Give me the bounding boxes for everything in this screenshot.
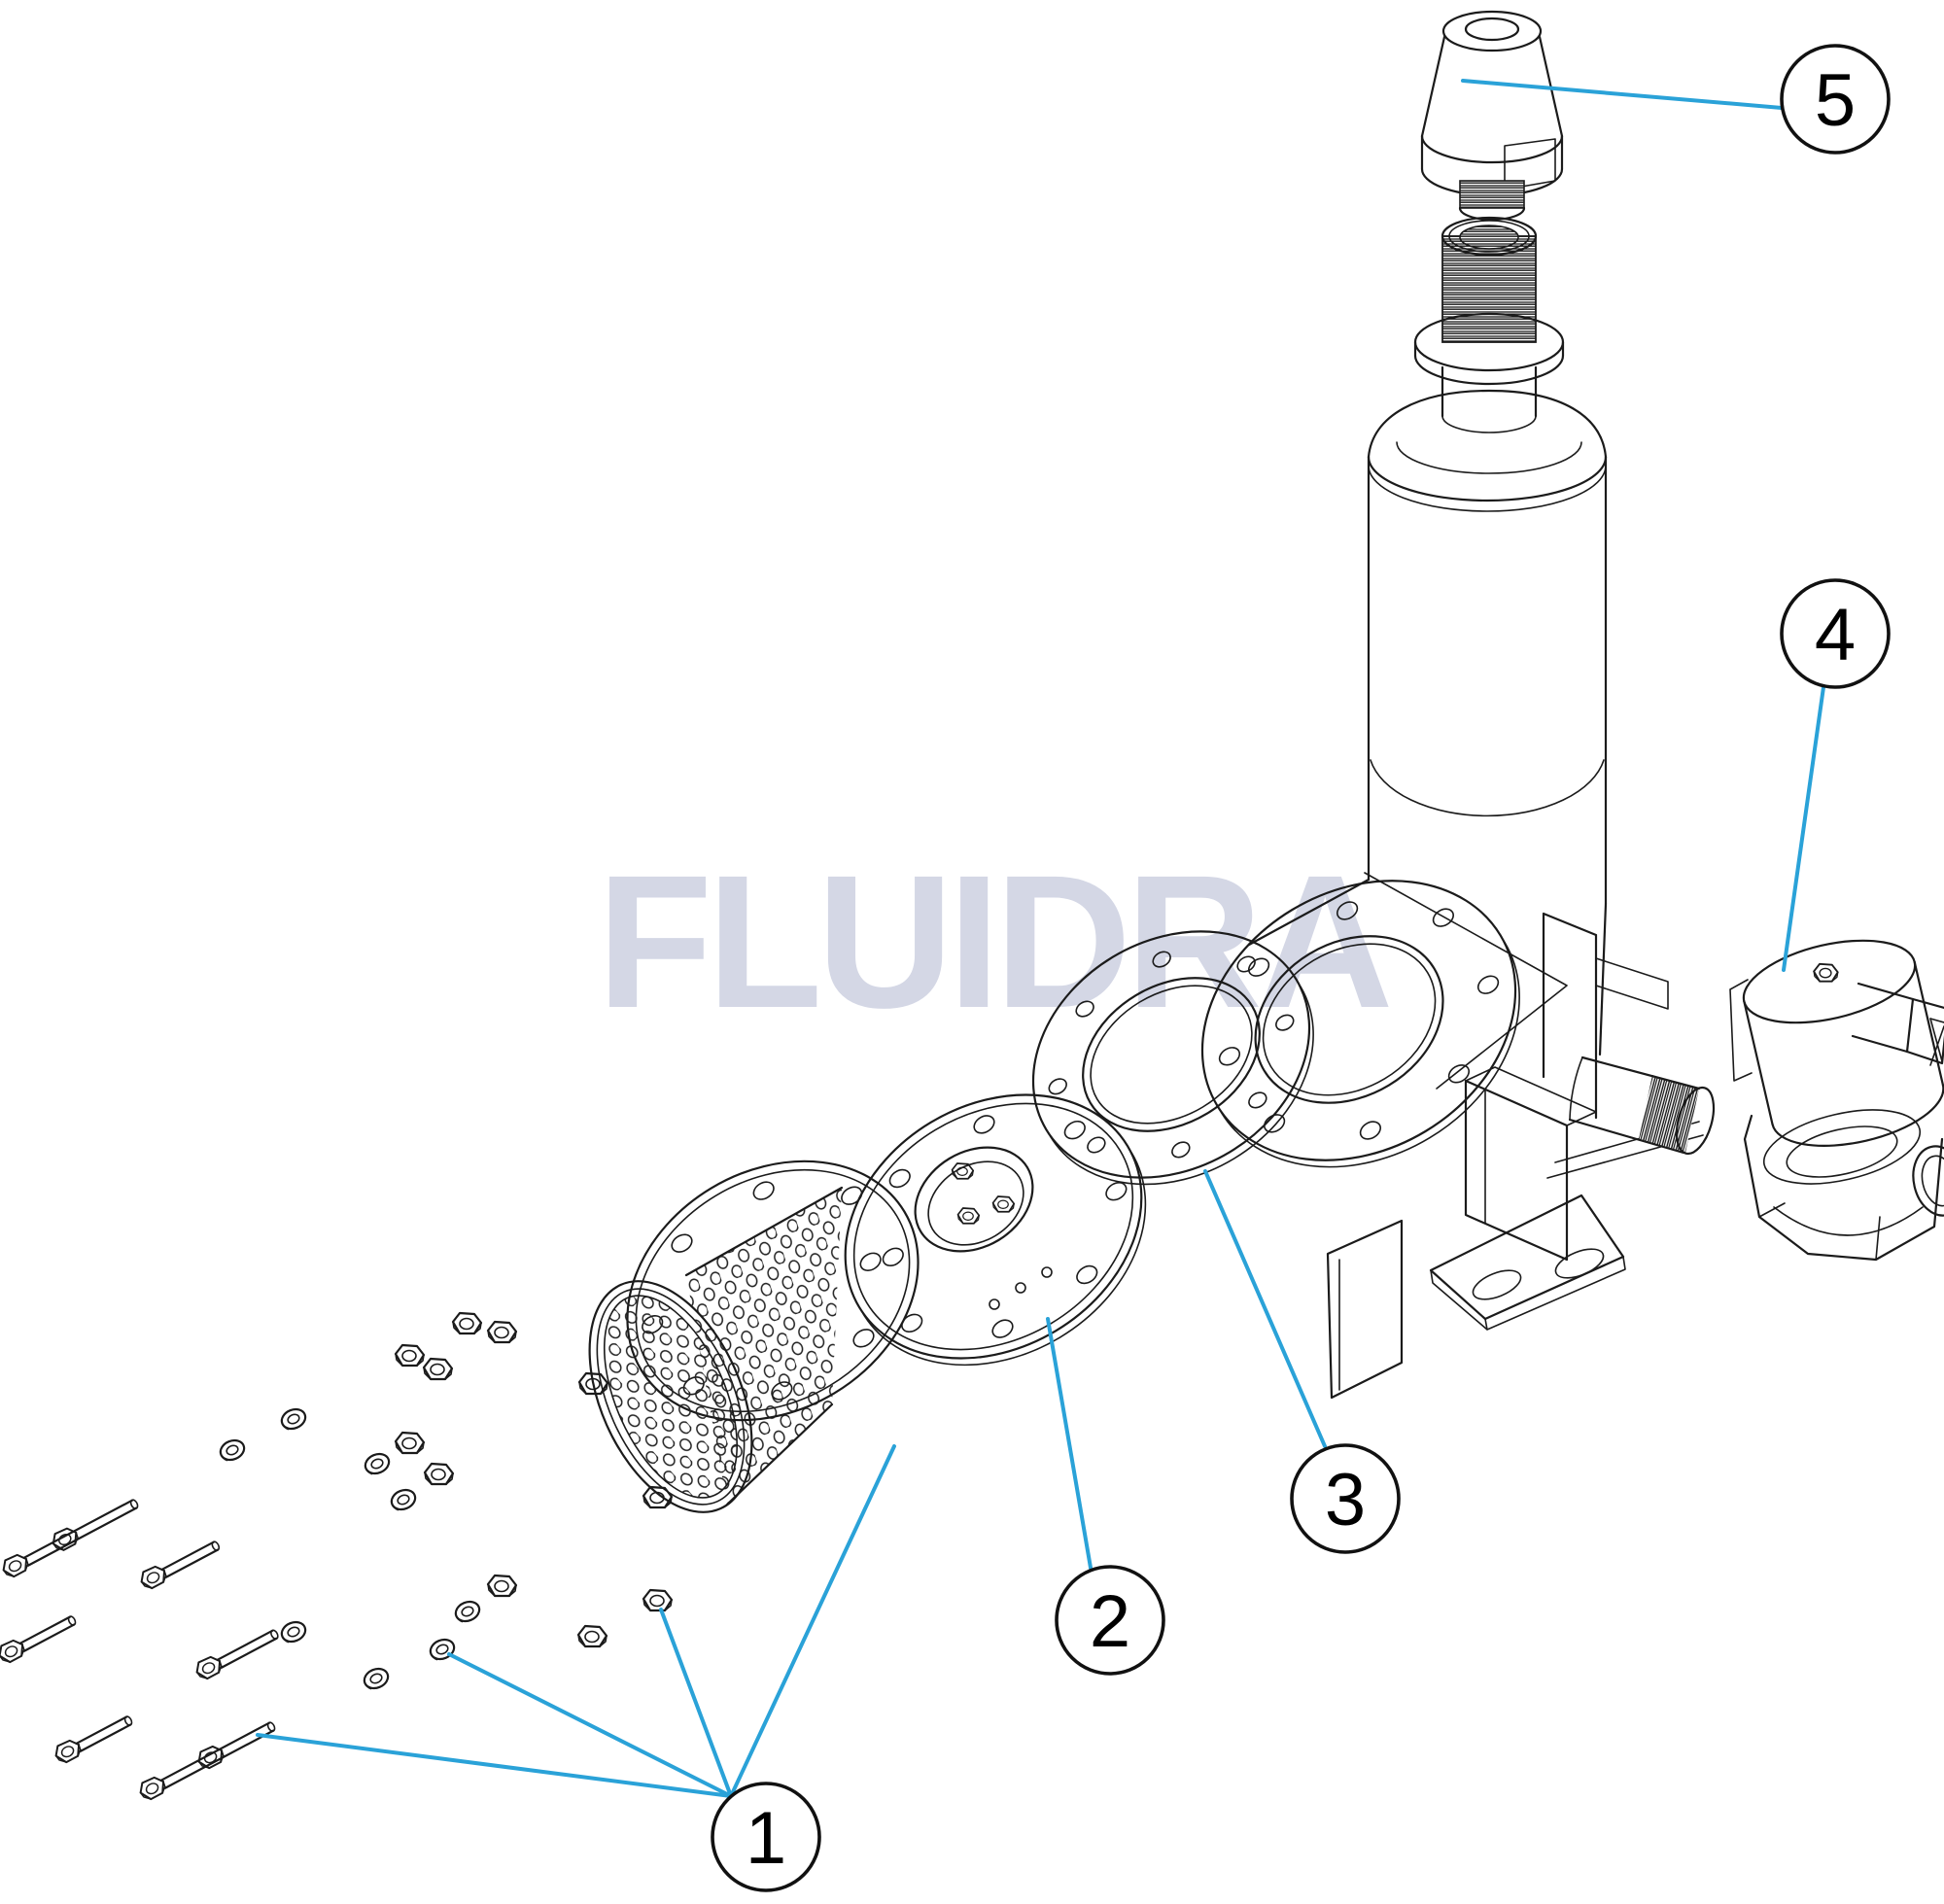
callout-1-number: 1 xyxy=(746,1797,786,1880)
solenoid-valve-part-4 xyxy=(1729,939,1944,1262)
filter-housing-body xyxy=(1247,389,1608,1090)
mounting-foot xyxy=(1326,912,1704,1400)
leader-line-4 xyxy=(1782,685,1825,972)
callout-1: 1 xyxy=(711,1782,821,1892)
hardware-bolts xyxy=(0,1499,279,1804)
leader-line-2 xyxy=(1046,1317,1093,1570)
callout-5-number: 5 xyxy=(1815,59,1856,142)
callout-5: 5 xyxy=(1780,44,1891,155)
bolt xyxy=(0,1499,139,1581)
strainer-basket-part-1 xyxy=(588,1160,920,1513)
callout-3: 3 xyxy=(1290,1443,1401,1554)
callout-4-badge xyxy=(1780,578,1891,689)
callout-5-badge xyxy=(1780,44,1891,155)
bolt xyxy=(136,1541,221,1593)
callout-4-number: 4 xyxy=(1815,594,1856,676)
callout-2-badge xyxy=(1055,1565,1165,1676)
leader-line-1a xyxy=(447,1652,733,1798)
threaded-nipple xyxy=(1413,216,1565,433)
bolt xyxy=(191,1629,279,1683)
leader-line-1b xyxy=(256,1733,733,1798)
leader-line-5 xyxy=(1461,79,1784,110)
callout-3-number: 3 xyxy=(1325,1459,1366,1541)
callout-1-badge xyxy=(711,1782,821,1892)
gasket-part-3 xyxy=(1031,930,1314,1186)
bolt xyxy=(51,1715,133,1767)
cover-disc-part-2 xyxy=(844,1093,1147,1367)
leader-line-1c xyxy=(659,1608,733,1798)
callout-2: 2 xyxy=(1055,1565,1165,1676)
leader-line-1d xyxy=(729,1444,896,1798)
outlet-pipe xyxy=(1568,1056,1716,1156)
leader-line-3 xyxy=(1203,1169,1327,1448)
air-relief-valve-part-5 xyxy=(1420,10,1564,222)
bolt xyxy=(135,1721,276,1804)
leader-lines xyxy=(256,79,1825,1798)
bolt xyxy=(0,1615,77,1667)
callout-2-number: 2 xyxy=(1090,1580,1130,1663)
brand-watermark: FLUIDRA xyxy=(597,836,1389,1048)
callout-3-badge xyxy=(1290,1443,1401,1554)
callout-4: 4 xyxy=(1780,578,1891,689)
